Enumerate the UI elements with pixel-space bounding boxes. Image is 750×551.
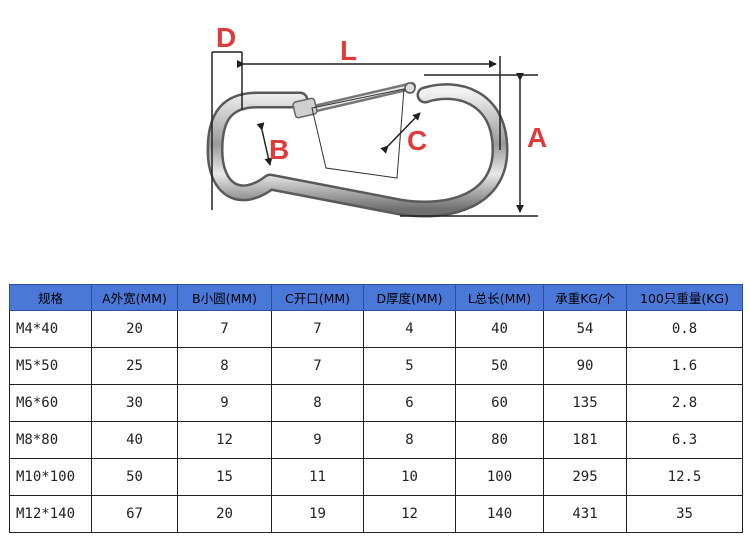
table-row: M4*40 20 7 7 4 40 54 0.8 bbox=[9, 310, 743, 348]
cell-d: 10 bbox=[363, 458, 456, 496]
cell-l: 100 bbox=[455, 458, 544, 496]
cell-l: 140 bbox=[455, 495, 544, 533]
header-small-circle: B小圆(MM) bbox=[177, 284, 272, 311]
table-row: M10*100 50 15 11 10 100 295 12.5 bbox=[9, 458, 743, 496]
cell-c: 8 bbox=[271, 384, 364, 422]
cell-d: 4 bbox=[363, 310, 456, 348]
cell-d: 6 bbox=[363, 384, 456, 422]
cell-weight: 12.5 bbox=[626, 458, 743, 496]
cell-spec: M10*100 bbox=[9, 458, 92, 496]
cell-b: 8 bbox=[177, 347, 272, 385]
header-outer-width: A外宽(MM) bbox=[91, 284, 178, 311]
cell-d: 12 bbox=[363, 495, 456, 533]
cell-b: 15 bbox=[177, 458, 272, 496]
header-load: 承重KG/个 bbox=[543, 284, 627, 311]
cell-a: 50 bbox=[91, 458, 178, 496]
cell-d: 8 bbox=[363, 421, 456, 459]
cell-load: 54 bbox=[543, 310, 627, 348]
cell-weight: 0.8 bbox=[626, 310, 743, 348]
cell-load: 90 bbox=[543, 347, 627, 385]
table-row: M5*50 25 8 7 5 50 90 1.6 bbox=[9, 347, 743, 385]
cell-b: 9 bbox=[177, 384, 272, 422]
label-c: C bbox=[407, 125, 427, 156]
cell-a: 67 bbox=[91, 495, 178, 533]
cell-a: 40 bbox=[91, 421, 178, 459]
cell-d: 5 bbox=[363, 347, 456, 385]
label-a: A bbox=[527, 122, 547, 153]
header-weight: 100只重量(KG) bbox=[626, 284, 743, 311]
table-row: M6*60 30 9 8 6 60 135 2.8 bbox=[9, 384, 743, 422]
table-row: M12*140 67 20 19 12 140 431 35 bbox=[9, 495, 743, 533]
cell-load: 181 bbox=[543, 421, 627, 459]
cell-load: 295 bbox=[543, 458, 627, 496]
cell-l: 80 bbox=[455, 421, 544, 459]
cell-weight: 6.3 bbox=[626, 421, 743, 459]
label-l: L bbox=[340, 35, 357, 66]
label-b: B bbox=[269, 134, 289, 165]
label-d: D bbox=[216, 22, 236, 53]
header-opening: C开口(MM) bbox=[271, 284, 364, 311]
cell-l: 40 bbox=[455, 310, 544, 348]
cell-l: 60 bbox=[455, 384, 544, 422]
carabiner-diagram: D L A B C bbox=[206, 22, 547, 218]
cell-b: 7 bbox=[177, 310, 272, 348]
cell-spec: M5*50 bbox=[9, 347, 92, 385]
cell-c: 7 bbox=[271, 347, 364, 385]
cell-spec: M6*60 bbox=[9, 384, 92, 422]
cell-b: 12 bbox=[177, 421, 272, 459]
cell-l: 50 bbox=[455, 347, 544, 385]
cell-spec: M4*40 bbox=[9, 310, 92, 348]
cell-load: 135 bbox=[543, 384, 627, 422]
cell-weight: 2.8 bbox=[626, 384, 743, 422]
cell-a: 30 bbox=[91, 384, 178, 422]
cell-b: 20 bbox=[177, 495, 272, 533]
cell-c: 7 bbox=[271, 310, 364, 348]
header-thickness: D厚度(MM) bbox=[363, 284, 456, 311]
cell-load: 431 bbox=[543, 495, 627, 533]
cell-weight: 35 bbox=[626, 495, 743, 533]
cell-a: 25 bbox=[91, 347, 178, 385]
cell-a: 20 bbox=[91, 310, 178, 348]
header-spec: 规格 bbox=[9, 284, 92, 311]
table-header-row: 规格 A外宽(MM) B小圆(MM) C开口(MM) D厚度(MM) L总长(M… bbox=[9, 284, 743, 311]
header-total-length: L总长(MM) bbox=[455, 284, 544, 311]
spec-table: 规格 A外宽(MM) B小圆(MM) C开口(MM) D厚度(MM) L总长(M… bbox=[9, 284, 743, 533]
cell-spec: M12*140 bbox=[9, 495, 92, 533]
cell-c: 19 bbox=[271, 495, 364, 533]
carabiner-illustration bbox=[206, 82, 509, 218]
cell-weight: 1.6 bbox=[626, 347, 743, 385]
cell-c: 9 bbox=[271, 421, 364, 459]
dimension-lines bbox=[211, 51, 538, 217]
cell-c: 11 bbox=[271, 458, 364, 496]
table-row: M8*80 40 12 9 8 80 181 6.3 bbox=[9, 421, 743, 459]
cell-spec: M8*80 bbox=[9, 421, 92, 459]
